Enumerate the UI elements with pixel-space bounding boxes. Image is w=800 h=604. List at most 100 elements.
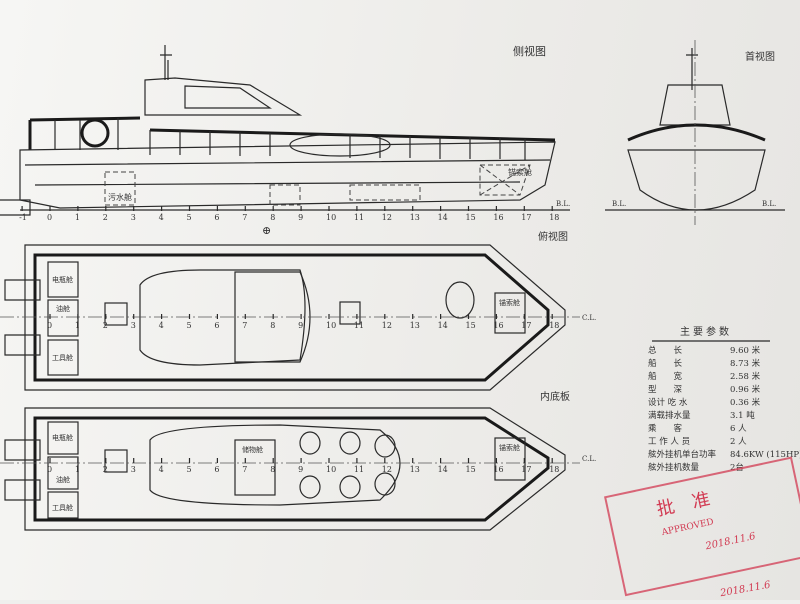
station-label: 12: [382, 321, 392, 330]
inner-anchor-box: [494, 437, 526, 481]
tool-box: [47, 339, 79, 376]
plan-cl-label: C.L.: [582, 314, 596, 322]
cabin-window: [184, 85, 272, 109]
station-label: 13: [410, 321, 420, 330]
station-label: 17: [521, 213, 531, 222]
station-label: 2: [103, 213, 108, 222]
param-label: 舷外挂机单台功率: [648, 449, 717, 460]
tanks: [104, 171, 421, 206]
inner-battery-label: 电瓶舱: [52, 433, 73, 442]
station-label: 1: [75, 213, 80, 222]
station-label: 7: [242, 465, 247, 474]
plan-view-title: 俯视图: [538, 230, 568, 243]
param-label: 舷外挂机数量: [648, 462, 700, 473]
stamp-border: [604, 456, 800, 597]
inner-cl-label: C.L.: [582, 455, 596, 463]
stamp-main: 批 准: [655, 489, 712, 521]
hull: [19, 141, 556, 209]
param-label: 总 长: [648, 345, 683, 356]
station-label: 6: [214, 213, 219, 222]
station-label: 0: [47, 321, 52, 330]
plan-hatch-aft: [104, 302, 128, 326]
station-label: 1: [75, 465, 80, 474]
railing-stanchions: [54, 118, 526, 160]
front-bl-right: B.L.: [762, 200, 776, 208]
station-label: 11: [354, 465, 364, 474]
param-label: 乘 客: [648, 423, 683, 434]
param-label: 型 深: [648, 385, 683, 395]
plan-hatch-mid: [339, 301, 361, 325]
inner-storage-label: 储物舱: [242, 445, 263, 454]
station-label: 0: [47, 465, 52, 474]
param-value: 2 人: [730, 437, 747, 447]
station-label: 16: [493, 465, 503, 474]
front-hull: [627, 149, 766, 211]
stamp-date-1: 2018.11.6: [704, 531, 758, 553]
station-label: 17: [521, 321, 531, 330]
side-bl-label: B.L.: [556, 200, 570, 208]
station-label: 15: [466, 321, 476, 330]
anchor-locker: [479, 164, 531, 196]
front-mast: [686, 48, 698, 90]
station-label: 6: [214, 321, 219, 330]
station-label: 9: [298, 465, 303, 474]
station-label: 5: [187, 321, 192, 330]
plan-hatch-fwd: [445, 281, 475, 319]
station-label: 7: [242, 321, 247, 330]
station-label: 13: [410, 213, 420, 222]
station-label: 14: [438, 465, 448, 474]
param-value: 2.58 米: [730, 371, 761, 382]
station-label: 9: [298, 213, 303, 222]
inner-storage-box: [234, 439, 276, 496]
stamp-date-2: 2018.11.6: [718, 579, 772, 599]
station-label: 5: [187, 465, 192, 474]
station-label: 17: [521, 465, 531, 474]
station-label: -1: [19, 213, 27, 222]
station-label: 11: [354, 321, 364, 330]
mast: [160, 45, 172, 80]
param-value: 3.1 吨: [730, 410, 755, 421]
param-value: 0.96 米: [730, 384, 761, 395]
param-value: 8.73 米: [730, 358, 761, 369]
param-value: 84.6KW (115HP): [730, 449, 800, 460]
station-label: 1: [75, 321, 80, 330]
station-label: 14: [438, 321, 448, 330]
stamp-english: APPROVED: [660, 517, 715, 538]
station-label: 13: [410, 465, 420, 474]
station-label: 8: [270, 465, 275, 474]
plan-anchor-label: 锚索舱: [499, 298, 520, 307]
plan-fuel-label: 油舱: [56, 304, 70, 313]
side-anchor-label: 锚索舱: [508, 167, 532, 177]
param-label: 工 作 人 员: [648, 436, 690, 447]
station-label: 4: [159, 321, 164, 330]
param-value: 2台: [730, 462, 744, 473]
param-value: 9.60 米: [730, 345, 761, 356]
cabin: [144, 77, 303, 116]
inner-hatch: [104, 449, 128, 473]
seats: [299, 431, 396, 499]
station-label: 18: [549, 465, 559, 474]
station-label: 9: [298, 321, 303, 330]
front-view: 首视图 B.L. B.L.: [605, 40, 785, 225]
inner-deck-outline: [149, 424, 401, 506]
plan-tool-label: 工具舱: [52, 353, 73, 362]
param-label: 船 宽: [648, 371, 683, 382]
side-view-title: 侧视图: [513, 44, 546, 58]
midship-symbol: ⊕: [262, 224, 271, 237]
front-view-title: 首视图: [745, 50, 775, 63]
inner-battery-box: [47, 421, 79, 455]
param-label: 船 长: [648, 358, 683, 369]
approval-stamp: 批 准 APPROVED 2018.11.6: [604, 456, 800, 597]
life-buoy: [80, 118, 110, 148]
station-label: 3: [131, 321, 136, 330]
station-label: 10: [326, 321, 336, 330]
station-label: 6: [214, 465, 219, 474]
inner-outboards: [4, 439, 41, 501]
station-label: 3: [131, 213, 136, 222]
station-label: 3: [131, 465, 136, 474]
